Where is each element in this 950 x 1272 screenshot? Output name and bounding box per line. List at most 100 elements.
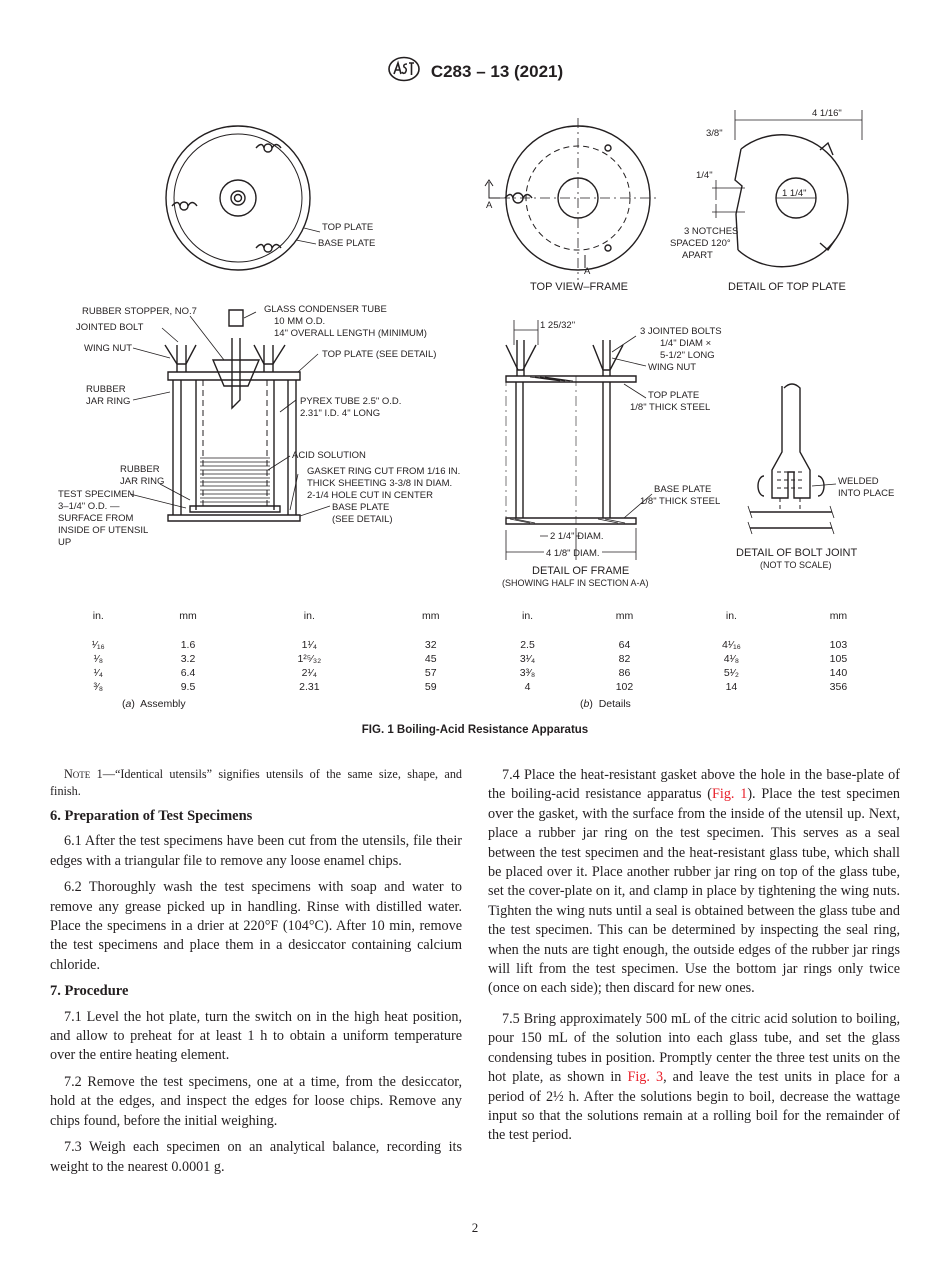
figure-3-link[interactable]: Fig. 3	[627, 1069, 664, 1086]
label-notches-1: 3 NOTCHES	[684, 226, 738, 237]
table-cell: 4	[524, 681, 531, 693]
label-test-specimen-5: UP	[58, 537, 71, 548]
label-base-plate-see-2: (SEE DETAIL)	[332, 514, 393, 525]
label-dim-3-8: 3/8"	[706, 128, 723, 139]
label-rubber-stopper: RUBBER STOPPER, NO.7	[82, 306, 197, 317]
label-welded-2: INTO PLACE	[838, 488, 894, 499]
label-base-plate-see-1: BASE PLATE	[332, 502, 389, 513]
label-gasket-3: 2-1/4 HOLE CUT IN CENTER	[307, 490, 433, 501]
label-test-specimen-1: TEST SPECIMEN	[58, 489, 135, 500]
astm-logo-icon	[387, 56, 421, 87]
label-top-plate-steel-1: TOP PLATE	[648, 390, 699, 401]
label-glass-condenser-3: 14" OVERALL LENGTH (MINIMUM)	[274, 328, 427, 339]
figure-1-link[interactable]: Fig. 1	[711, 786, 748, 803]
table-row: ¹⁄₄ 6.4 2¹⁄₄ 57 3³⁄₈ 86 5¹⁄₂ 140	[60, 666, 890, 680]
paragraph-7-3: 7.3 Weigh each specimen on an analytical…	[50, 1139, 462, 1175]
label-top-plate-steel-2: 1/8" THICK STEEL	[630, 402, 710, 413]
subcaption-text: Details	[598, 698, 631, 710]
label-top-view-frame: TOP VIEW–FRAME	[530, 281, 628, 293]
paragraph-text: ). Place the test specimen over the gask…	[488, 786, 901, 997]
label-pyrex-1: PYREX TUBE 2.5" O.D.	[300, 396, 401, 407]
label-bolt-joint-2: (NOT TO SCALE)	[760, 560, 832, 570]
note-text: —“Identical utensils” signifies utensils…	[50, 767, 463, 798]
table-header-cell: in.	[92, 610, 104, 622]
subcaption-assembly: (a) Assembly	[122, 698, 186, 710]
label-wing-nut-b: WING NUT	[648, 362, 696, 373]
table-cell: 45	[424, 653, 437, 665]
paragraph-6-1: 6.1 After the test specimens have been c…	[50, 833, 462, 869]
table-cell: 59	[424, 681, 437, 693]
label-jointed-bolts-1: 3 JOINTED BOLTS	[640, 326, 722, 337]
table-cell: 14	[725, 681, 738, 693]
table-cell: 103	[829, 639, 848, 651]
apparatus-figure: TOP PLATE BASE PLATE TOP VIEW–FRAME A A …	[58, 108, 894, 588]
table-cell: 102	[615, 681, 634, 693]
table-cell: 2.31	[299, 681, 320, 693]
table-cell: 105	[829, 653, 848, 665]
table-header-cell: mm	[421, 610, 440, 622]
table-cell: 2¹⁄₄	[301, 667, 318, 679]
paragraph-7-5: 7.5 Bring approximately 500 mL of the ci…	[488, 1010, 900, 1146]
label-rubber-jar-ring-b1: RUBBER	[120, 464, 160, 475]
label-notches-2: SPACED 120°	[670, 238, 731, 249]
table-cell: 6.4	[180, 667, 196, 679]
table-header-row: in. mm in. mm in. mm in. mm	[60, 610, 890, 632]
label-acid-solution: ACID SOLUTION	[292, 450, 366, 461]
table-cell: 3³⁄₈	[519, 667, 536, 679]
label-jointed-bolts-3: 5-1/2" LONG	[660, 350, 715, 361]
table-cell: 3.2	[180, 653, 196, 665]
paragraph-text: 7.5 Bring approximately 500 mL of the ci…	[488, 1010, 900, 1086]
label-bolt-joint-1: DETAIL OF BOLT JOINT	[736, 547, 858, 559]
paragraph-6-2: 6.2 Thoroughly wash the test specimens w…	[50, 879, 462, 973]
label-pyrex-2: 2.31" I.D. 4" LONG	[300, 408, 380, 419]
label-test-specimen-2: 3–1/4" O.D. —	[58, 501, 120, 512]
label-base-plate-steel-1: BASE PLATE	[654, 484, 711, 495]
label-base-plate-steel-2: 1/8" THICK STEEL	[640, 496, 720, 507]
table-header-cell: in.	[521, 610, 534, 622]
label-glass-condenser-2: 10 MM O.D.	[274, 316, 325, 327]
label-diam-4-1-8: 4 1/8" DIAM.	[546, 548, 600, 559]
table-cell: 5¹⁄₂	[723, 667, 740, 679]
subcaption-letter: a	[125, 698, 132, 710]
standard-designation: C283 – 13 (2021)	[430, 61, 564, 81]
page-number: 2	[471, 1220, 479, 1235]
table-row: ³⁄₈ 9.5 2.31 59 4 102 14 356	[60, 680, 890, 694]
table-cell: 1.6	[180, 639, 196, 651]
label-detail-frame-2: (SHOWING HALF IN SECTION A-A)	[502, 578, 649, 588]
paragraph-7-2: 7.2 Remove the test specimens, one at a …	[50, 1073, 462, 1129]
right-column: 7.4 Place the heat-resistant gasket abov…	[488, 766, 900, 1153]
table-cell: 2.5	[520, 639, 535, 651]
table-cell: 140	[829, 667, 848, 679]
label-dim-1-1-4: 1 1/4"	[782, 188, 807, 199]
label-gasket-2: THICK SHEETING 3-3/8 IN DIAM.	[307, 478, 452, 489]
label-rubber-jar-ring-2: JAR RING	[86, 396, 130, 407]
table-cell: 57	[424, 667, 437, 679]
label-dim-1-25-32: 1 25/32"	[540, 320, 575, 331]
figure-caption: FIG. 1 Boiling-Acid Resistance Apparatus	[361, 724, 589, 736]
table-cell: 4¹⁄₈	[723, 653, 740, 665]
table-header-cell: in.	[725, 610, 737, 622]
label-jointed-bolt: JOINTED BOLT	[76, 322, 144, 333]
table-cell: ¹⁄₄	[93, 667, 104, 679]
label-welded-1: WELDED	[838, 476, 879, 487]
table-cell: 1²⁵⁄₃₂	[297, 653, 322, 665]
label-dim-1-4: 1/4"	[696, 170, 713, 181]
label-base-plate: BASE PLATE	[318, 238, 375, 249]
table-cell: ³⁄₈	[93, 681, 104, 693]
label-rubber-jar-ring-1: RUBBER	[86, 384, 126, 395]
label-notches-3: APART	[682, 250, 713, 261]
table-cell: 86	[618, 667, 631, 679]
left-column: Note 1—“Identical utensils” signifies ut…	[50, 766, 462, 1184]
section-heading-7: 7. Procedure	[50, 983, 129, 1000]
label-dim-4-1-16: 4 1/16"	[812, 108, 842, 119]
table-cell: 64	[618, 639, 631, 651]
label-detail-frame-1: DETAIL OF FRAME	[532, 565, 629, 577]
page-header: C283 – 13 (2021)	[0, 56, 950, 87]
label-glass-condenser-1: GLASS CONDENSER TUBE	[264, 304, 387, 315]
table-cell: 356	[829, 681, 848, 693]
section-heading-6: 6. Preparation of Test Specimens	[50, 808, 253, 824]
table-cell: 4¹⁄₁₆	[721, 639, 741, 651]
table-cell: 32	[424, 639, 437, 651]
paragraph-7-4: 7.4 Place the heat-resistant gasket abov…	[488, 766, 900, 999]
paragraph-text: 7.4 Place the heat-resistant gasket abov…	[488, 767, 900, 803]
